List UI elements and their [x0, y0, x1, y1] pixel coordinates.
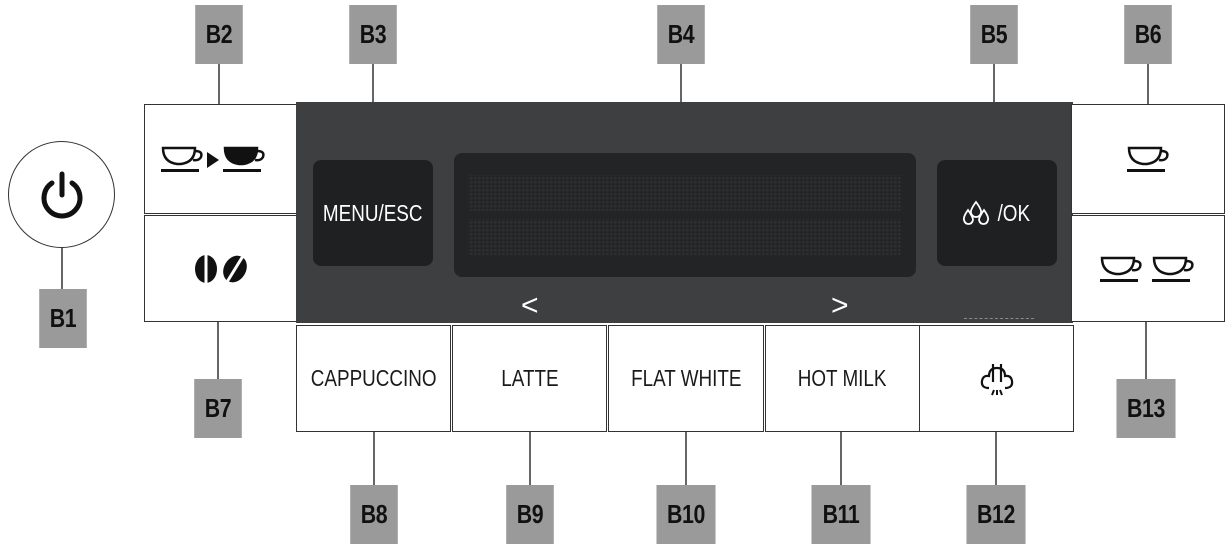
- callout-b3: B3: [349, 5, 397, 64]
- cappuccino-label: CAPPUCCINO: [310, 365, 437, 391]
- double-cup-icon: [1100, 256, 1194, 282]
- callout-b11: B11: [811, 485, 871, 544]
- bean-selection-button[interactable]: [144, 215, 298, 322]
- menu-esc-button[interactable]: MENU/ESC: [313, 160, 433, 266]
- left-arrow-button[interactable]: <: [521, 289, 539, 322]
- double-cup-button[interactable]: [1071, 215, 1225, 322]
- callout-b13: B13: [1116, 379, 1176, 438]
- callout-b12: B12: [966, 485, 1026, 544]
- callout-b1: B1: [39, 289, 87, 348]
- cup-to-cup-button[interactable]: [144, 104, 298, 214]
- power-button[interactable]: [8, 141, 115, 248]
- hot-milk-button[interactable]: HOT MILK: [765, 325, 920, 432]
- hot-milk-label: HOT MILK: [798, 365, 887, 391]
- power-icon: [41, 171, 82, 218]
- coffee-beans-icon: [195, 254, 247, 283]
- callout-b6: B6: [1124, 5, 1172, 64]
- callout-b9: B9: [506, 485, 554, 544]
- callout-b5: B5: [970, 5, 1018, 64]
- menu-esc-label: MENU/ESC: [323, 199, 423, 226]
- callout-b10: B10: [656, 485, 716, 544]
- right-arrow-button[interactable]: >: [831, 289, 849, 322]
- water-drops-icon: [962, 200, 989, 225]
- cappuccino-button[interactable]: CAPPUCCINO: [296, 325, 451, 432]
- dot-matrix-display: [468, 175, 902, 255]
- steam-icon: [980, 363, 1013, 395]
- steam-button[interactable]: [919, 325, 1074, 432]
- latte-label: LATTE: [500, 365, 559, 391]
- callout-b2: B2: [195, 5, 243, 64]
- text-display: [454, 153, 916, 277]
- ok-button[interactable]: /OK: [937, 160, 1057, 266]
- flat-white-button[interactable]: FLAT WHITE: [608, 325, 764, 432]
- cup-to-cup-icon: [161, 146, 265, 172]
- flat-white-label: FLAT WHITE: [630, 365, 742, 391]
- callout-b4: B4: [657, 5, 705, 64]
- single-cup-button[interactable]: [1071, 104, 1225, 214]
- control-panel: MENU/ESC /OK < >: [296, 102, 1073, 323]
- single-cup-icon: [1127, 146, 1169, 172]
- panel-dashes: [964, 318, 1034, 319]
- callout-b8: B8: [350, 485, 398, 544]
- callout-b7: B7: [194, 379, 242, 438]
- ok-label: /OK: [997, 199, 1030, 226]
- latte-button[interactable]: LATTE: [452, 325, 607, 432]
